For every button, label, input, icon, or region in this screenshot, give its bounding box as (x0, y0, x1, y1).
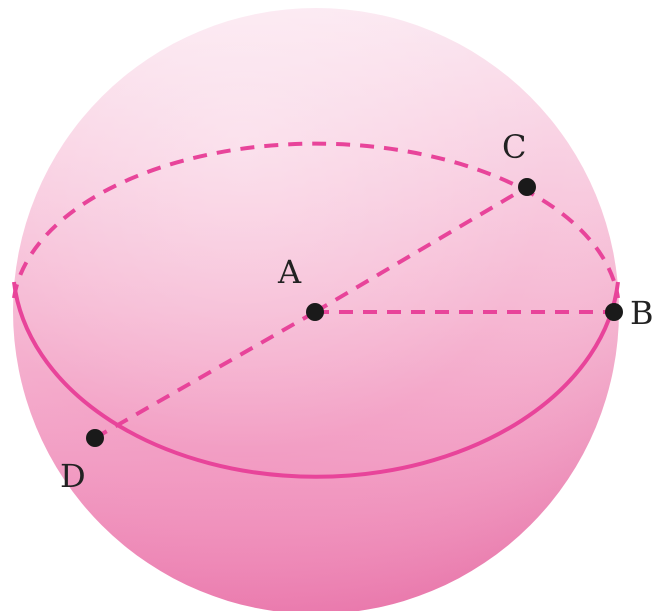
point-d-dot (86, 429, 104, 447)
point-b-label: B (630, 294, 654, 332)
point-b-dot (605, 303, 623, 321)
point-a-dot (306, 303, 324, 321)
point-c-dot (518, 178, 536, 196)
equator-back-dashed (12, 141, 620, 299)
radius-ac (313, 185, 529, 314)
equator-front-solid (12, 281, 620, 479)
point-a-label: A (277, 253, 302, 291)
point-d-label: D (60, 457, 86, 495)
radius-ad (94, 310, 316, 440)
point-c-label: C (502, 128, 526, 166)
